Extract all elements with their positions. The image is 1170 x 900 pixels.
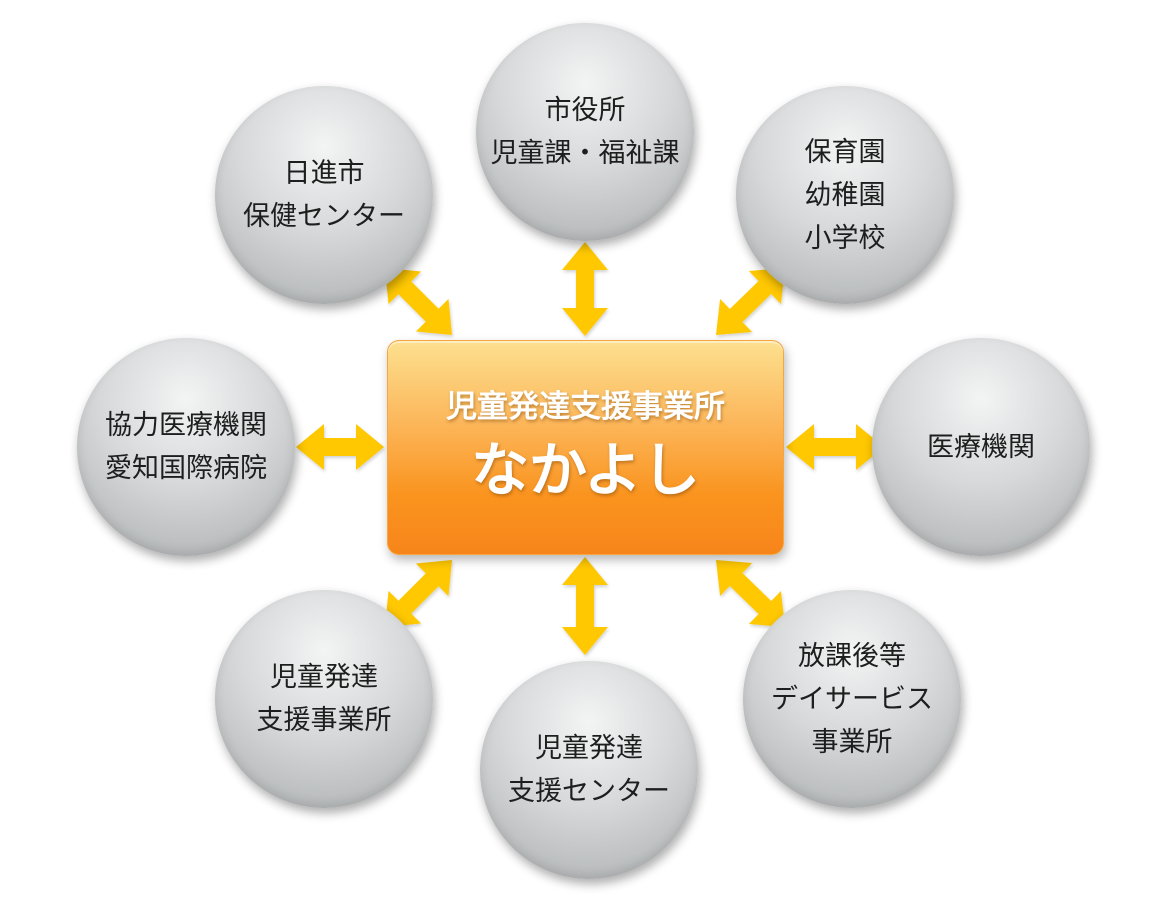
arrow-schools — [716, 268, 785, 335]
node-cooperating-hospital-line-1: 協力医療機関 — [105, 410, 267, 441]
node-schools-line-1: 保育園 — [804, 136, 886, 168]
node-cooperating-hospital-line-2: 愛知国際病院 — [105, 453, 267, 484]
node-child-dev-office: 児童発達 支援事業所 — [215, 590, 433, 808]
center-office-box: 児童発達支援事業所 なかよし — [387, 340, 784, 555]
node-after-school-line-3: 事業所 — [811, 726, 893, 758]
center-name: なかよし — [470, 435, 701, 504]
node-after-school-line-2: デイサービス — [771, 683, 933, 715]
node-cooperating-hospital: 協力医療機関 愛知国際病院 — [77, 338, 295, 556]
node-schools-line-2: 幼稚園 — [804, 179, 886, 211]
node-after-school: 放課後等 デイサービス 事業所 — [743, 590, 961, 808]
node-after-school-line-1: 放課後等 — [798, 640, 906, 672]
arrow-health-center — [385, 268, 452, 335]
node-child-dev-center-line-2: 支援センター — [508, 776, 670, 807]
node-schools-line-3: 小学校 — [804, 222, 886, 254]
center-title: 児童発達支援事業所 — [446, 388, 725, 425]
arrow-medical — [786, 424, 884, 470]
node-child-dev-office-line-2: 支援事業所 — [256, 705, 392, 736]
node-child-dev-center: 児童発達 支援センター — [480, 661, 698, 879]
node-city-office-line-2: 児童課・福祉課 — [490, 138, 680, 169]
node-medical-line-1: 医療機関 — [927, 431, 1035, 463]
node-city-office-line-1: 市役所 — [544, 95, 626, 126]
arrow-child-dev-office — [385, 560, 452, 627]
node-health-center: 日進市 保健センター — [215, 86, 433, 304]
node-schools: 保育園 幼稚園 小学校 — [736, 86, 954, 304]
arrow-city-office — [562, 242, 608, 336]
arrow-child-dev-center — [562, 557, 608, 655]
arrow-cooperating-hospital — [296, 424, 384, 470]
node-medical: 医療機関 — [872, 338, 1090, 556]
node-child-dev-office-line-1: 児童発達 — [270, 662, 378, 693]
node-child-dev-center-line-1: 児童発達 — [535, 733, 643, 764]
arrow-after-school — [716, 560, 785, 627]
node-health-center-line-1: 日進市 — [283, 158, 365, 189]
node-city-office: 市役所 児童課・福祉課 — [476, 23, 694, 241]
node-health-center-line-2: 保健センター — [243, 201, 405, 232]
